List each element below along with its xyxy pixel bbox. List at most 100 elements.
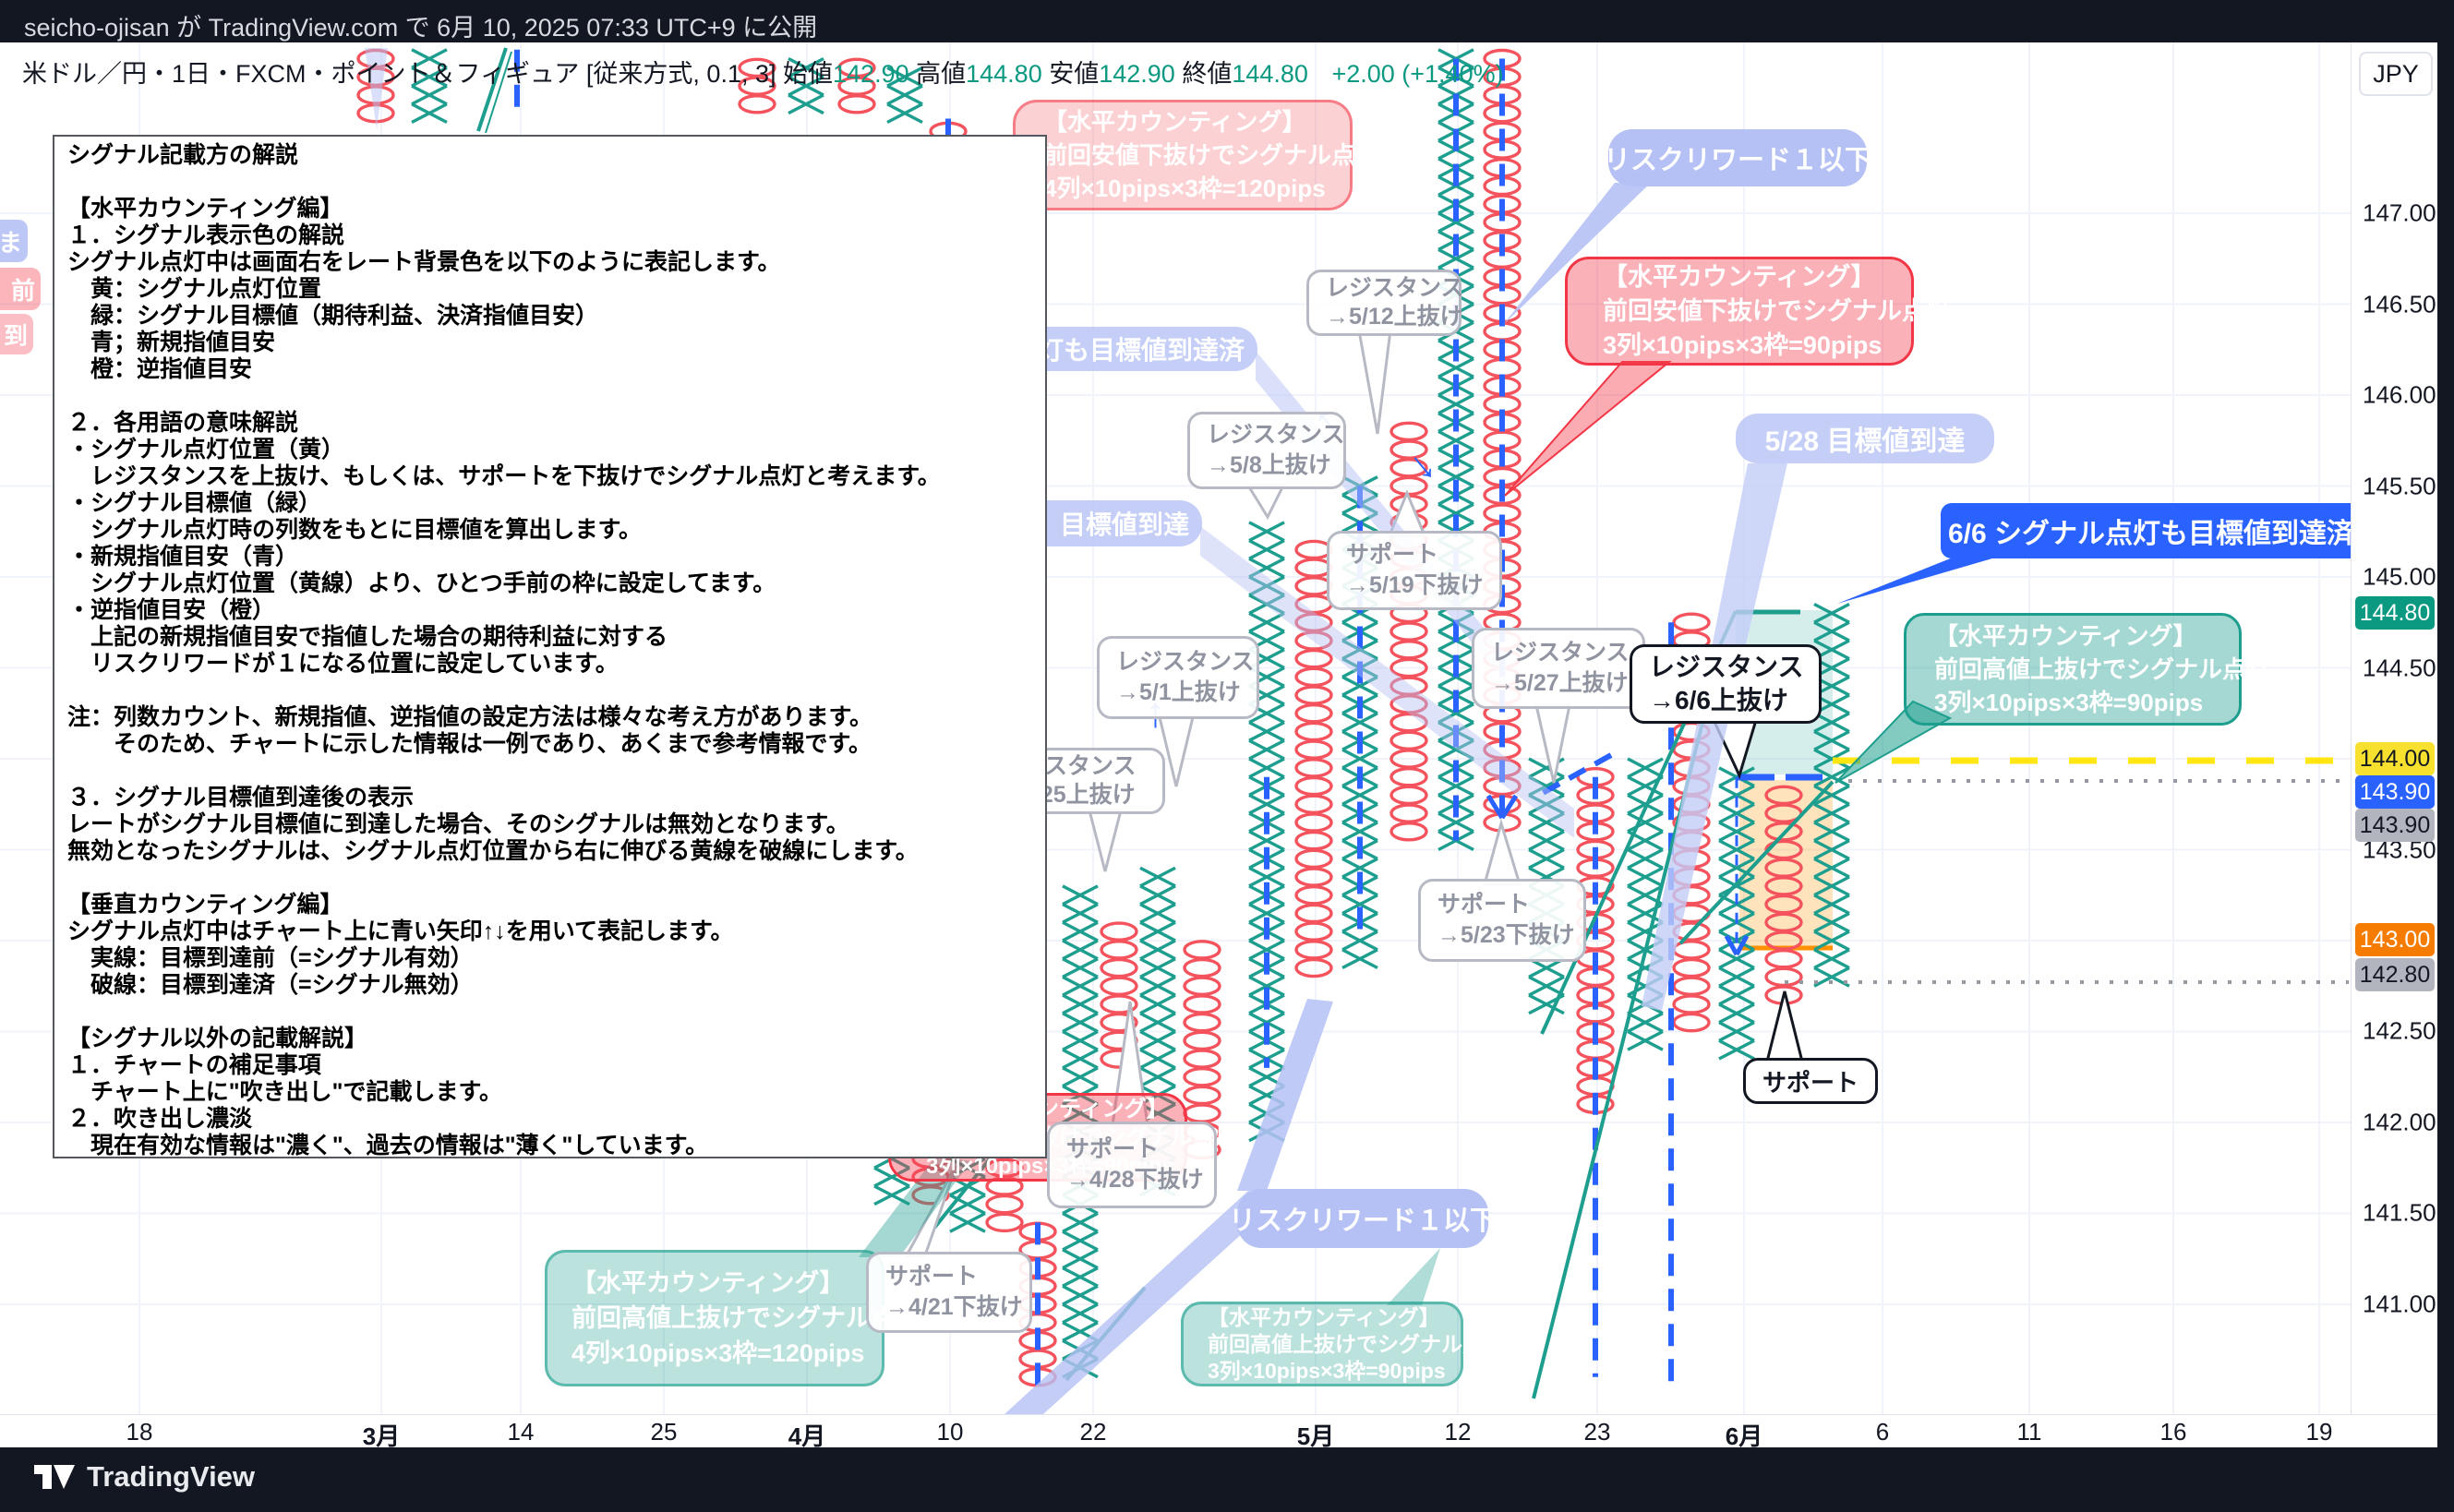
pnf-x-mark	[1813, 857, 1850, 879]
pnf-x-mark	[886, 66, 923, 88]
explanation-line: そのため、チャートに示した情報は一例であり、あくまで参考情報です。	[67, 731, 872, 757]
callout-res-5-27[interactable]: レジスタンス→5/27上抜け	[1472, 628, 1645, 709]
date-tick: 16	[2159, 1418, 2187, 1446]
callout-text: →5/8上抜け	[1207, 452, 1331, 478]
ohlc-label: 始値	[783, 60, 834, 88]
pnf-x-mark	[1248, 721, 1285, 742]
callout-text: 3列×10pips×3枠=90pips	[1208, 1358, 1446, 1383]
explanation-line: リスクリワードが１になる位置に設定しています。	[67, 651, 619, 677]
callout-risk-reward-1[interactable]: リスクリワード１以下	[1604, 129, 1871, 186]
pnf-x-mark	[1813, 875, 1850, 897]
tradingview-logo[interactable]: TradingView	[33, 1460, 255, 1494]
explanation-line: シグナル点灯時の列数をもとに目標値を算出します。	[67, 517, 643, 543]
pnf-x-mark	[1438, 502, 1474, 524]
bottom-bar: TradingView	[0, 1447, 2454, 1512]
pnf-x-mark	[411, 66, 448, 88]
callout-text: リスクリワード１以下	[1604, 146, 1872, 175]
explanation-line: シグナル点灯中は画面右をレート背景色を以下のように表記します。	[67, 249, 781, 275]
clipped-callout-fragment: 到	[0, 314, 33, 354]
explanation-line: ・逆指値目安（橙）	[67, 597, 276, 623]
price-tick: 142.00	[2363, 1108, 2436, 1136]
pnf-o-mark	[1183, 994, 1221, 1014]
callout-sup-5-23[interactable]: サポート→5/23下抜け	[1418, 879, 1586, 962]
pnf-x-mark	[1438, 702, 1474, 725]
pnf-o-mark	[1100, 976, 1138, 996]
clipped-callout-fragment: 前	[0, 268, 41, 310]
pnf-o-mark	[1183, 1103, 1221, 1123]
callout-text: →4/21下抜け	[885, 1294, 1023, 1320]
pnf-x-mark	[788, 93, 824, 115]
callout-sup-active[interactable]: サポート	[1743, 1058, 1878, 1104]
callout-sup-4-28[interactable]: サポート→4/28下抜け	[1047, 1122, 1217, 1208]
pnf-x-mark	[1062, 1029, 1099, 1051]
pnf-o-mark	[1389, 421, 1428, 442]
pnf-x-mark	[1813, 712, 1850, 733]
callout-text: 3列×10pips×3枠=90pips	[1934, 689, 2204, 716]
pnf-o-mark	[1294, 867, 1333, 887]
callout-res-5-8[interactable]: レジスタンス→5/8上抜け	[1187, 412, 1346, 489]
tradingview-logo-text: TradingView	[87, 1460, 256, 1493]
date-tick: 14	[507, 1418, 535, 1446]
trend-line[interactable]	[485, 51, 512, 134]
pnf-o-mark	[1576, 1075, 1615, 1097]
pnf-x-mark	[1718, 1021, 1755, 1042]
callout-target-5-28[interactable]: 5/28 目標値到達	[1736, 414, 1994, 463]
pnf-o-mark	[1183, 1049, 1221, 1069]
callout-text: 4列×10pips×3枠=120pips	[571, 1339, 865, 1367]
explanation-line: シグナル点灯位置（黄線）より、ひとつ手前の枠に設定してます。	[67, 570, 776, 596]
pnf-x-mark	[873, 1166, 910, 1188]
diagonal-count-dash[interactable]	[1533, 752, 1613, 800]
explanation-line: レートがシグナル目標値に到達した場合、そのシグナルは無効となります。	[67, 811, 849, 837]
price-tick: 145.00	[2363, 562, 2436, 591]
trend-line[interactable]	[1678, 780, 1834, 945]
pnf-x-mark	[1528, 775, 1565, 797]
callout-sup-5-19[interactable]: サポート→5/19下抜け	[1327, 531, 1502, 610]
callout-res-5-1[interactable]: レジスタンス→5/1上抜け	[1097, 636, 1259, 719]
callout-text: 3列×10pips×3枠=90pips	[1603, 330, 1883, 359]
callout-text: →5/27上抜け	[1491, 670, 1629, 696]
pnf-x-mark	[1813, 894, 1850, 915]
callout-text: →5/1上抜け	[1116, 679, 1241, 705]
callout-tail	[1483, 818, 1522, 886]
pnf-x-mark	[1248, 793, 1285, 815]
callout-text: 6/6 シグナル点灯も目標値到達済	[1947, 519, 2355, 549]
pnf-x-mark	[1139, 993, 1176, 1015]
pnf-o-mark	[1294, 703, 1333, 724]
pnf-o-mark	[1389, 803, 1428, 823]
pnf-x-mark	[1813, 620, 1850, 642]
callout-risk-reward-2[interactable]: リスクリワード１以下	[1229, 1189, 1497, 1248]
symbol-title: 米ドル／円・1日・FXCM・ポイント＆フィギュア [従来方式, 0.1, 3]	[22, 60, 776, 88]
callout-res-6-6[interactable]: レジスタンス→6/6上抜け	[1630, 644, 1822, 724]
arrowhead-line	[1499, 794, 1519, 820]
explanation-line	[67, 169, 1045, 196]
price-badge: 144.80	[2355, 596, 2435, 630]
pnf-x-mark	[1813, 839, 1850, 860]
pnf-x-mark	[1341, 894, 1378, 915]
explanation-line: 【水平カウンティング編】	[67, 196, 343, 222]
ohlc-value: 142.90	[833, 60, 909, 88]
callout-blue-6-6-done[interactable]: 6/6 シグナル点灯も目標値到達済	[1941, 503, 2362, 558]
date-tick: 11	[2016, 1418, 2042, 1446]
price-badge: 143.00	[2355, 923, 2435, 956]
pnf-o-mark	[1294, 685, 1333, 705]
pnf-o-mark	[1100, 921, 1138, 942]
signal-explanation-box[interactable]: シグナル記載方の解説 【水平カウンティング編】１．シグナル表示色の解説シグナル点…	[53, 135, 1047, 1158]
currency-button[interactable]: JPY	[2359, 52, 2433, 96]
date-tick: 19	[2305, 1418, 2333, 1446]
callout-sup-4-21[interactable]: サポート→4/21下抜け	[866, 1252, 1032, 1333]
pnf-x-mark	[1813, 911, 1850, 933]
explanation-line: 【垂直カウンティング編】	[67, 892, 343, 918]
trend-line[interactable]	[476, 47, 508, 132]
callout-text: 【水平カウンティング】	[571, 1269, 845, 1297]
pnf-o-mark	[1764, 966, 1803, 988]
pnf-x-mark	[1341, 675, 1378, 697]
pnf-o-mark	[1764, 948, 1803, 969]
callout-res-5-12[interactable]: レジスタンス→5/12上抜け	[1306, 270, 1464, 336]
